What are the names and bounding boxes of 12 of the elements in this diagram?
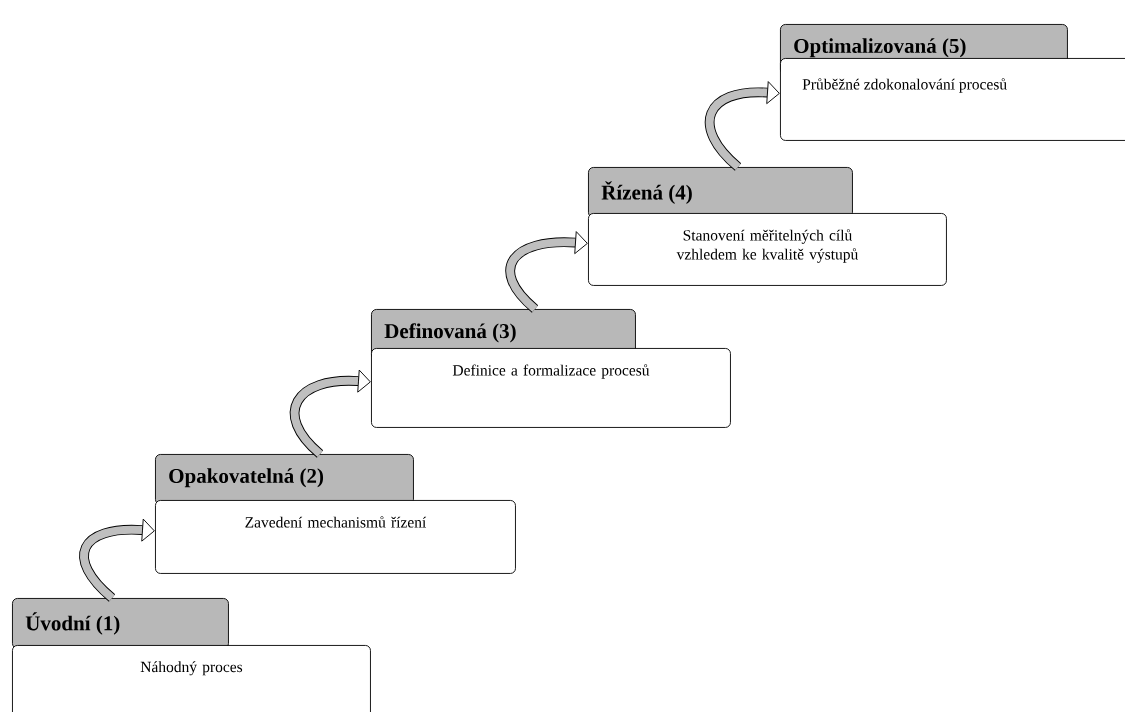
curved-arrow [505,231,588,313]
description-box: Průběžné zdokonalování procesů [780,58,1125,141]
description-box: Stanovení měřitelných cílů vzhledem ke kvalitě výstupů [588,213,947,286]
level-tab: Řízená (4) [588,167,853,218]
curved-arrow [79,518,155,602]
description-box: Náhodný proces [12,645,371,712]
level-tab: Úvodní (1) [12,598,229,649]
description-box: Zavedení mechanismů řízení [155,500,516,574]
curved-arrow [704,81,780,171]
description-box: Definice a formalizace procesů [371,348,731,428]
level-tab: Opakovatelná (2) [155,454,414,505]
curved-arrow [289,369,371,458]
